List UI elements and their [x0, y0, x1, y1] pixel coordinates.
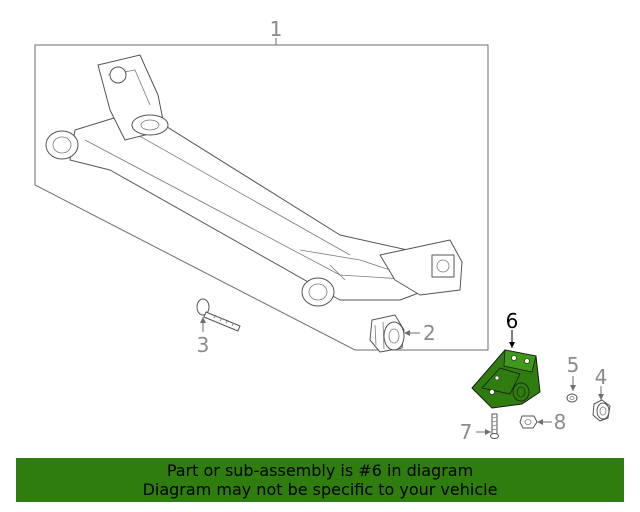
washer-part-5[interactable] — [566, 393, 578, 403]
assembly-outline — [34, 44, 489, 351]
callout-6-arrow — [509, 342, 515, 348]
callout-3[interactable]: 3 — [197, 333, 210, 357]
bushing-part-4[interactable] — [592, 399, 611, 422]
bushing-part-2[interactable] — [369, 314, 405, 353]
nut-part-8[interactable] — [519, 415, 538, 429]
callout-2[interactable]: 2 — [423, 321, 436, 345]
callout-8-arrow — [537, 419, 543, 425]
callout-2-arrow — [404, 330, 410, 336]
callout-5[interactable]: 5 — [567, 353, 580, 377]
banner-line-2: Diagram may not be specific to your vehi… — [142, 480, 498, 499]
callout-5-arrow — [570, 385, 576, 391]
bracket-part-6[interactable] — [471, 349, 541, 409]
callout-4[interactable]: 4 — [595, 365, 608, 389]
callout-7-arrow — [485, 429, 491, 435]
callout-6[interactable]: 6 — [506, 309, 519, 333]
callout-1[interactable]: 1 — [270, 17, 283, 41]
callout-3-arrow — [200, 317, 206, 323]
bolt-part-7[interactable] — [490, 413, 499, 439]
callout-8[interactable]: 8 — [554, 410, 567, 434]
callout-4-arrow — [598, 394, 604, 400]
bolt-part-3[interactable] — [196, 298, 241, 332]
parts-diagram: 1 2 — [34, 17, 611, 444]
callout-7[interactable]: 7 — [460, 420, 473, 444]
banner-line-1: Part or sub-assembly is #6 in diagram — [166, 461, 474, 480]
info-banner: Part or sub-assembly is #6 in diagram Di… — [16, 458, 624, 502]
rear-axle-beam[interactable] — [45, 54, 463, 307]
